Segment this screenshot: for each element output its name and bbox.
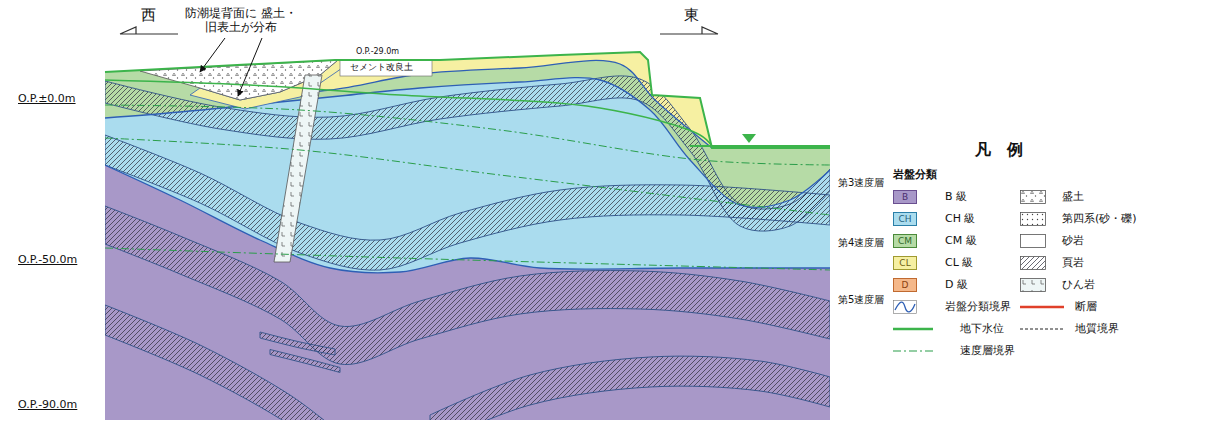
- shale-band: [270, 350, 340, 373]
- legend-text: ひん岩: [1062, 278, 1095, 292]
- legend-text: CM 級: [945, 234, 977, 248]
- shale-band: [430, 356, 830, 445]
- legend-text: B 級: [945, 190, 967, 204]
- swatch-line: [895, 302, 915, 312]
- legend-swatch: [1020, 234, 1046, 248]
- legend-text: 地質境界: [1075, 322, 1119, 336]
- water-level-mark: [742, 134, 756, 143]
- swatch-graphic: [893, 300, 917, 314]
- legend-text: 速度層境界: [960, 344, 1015, 358]
- velocity-boundary: [105, 248, 830, 270]
- velocity-boundary: [105, 105, 830, 165]
- swatch-box: [1021, 279, 1046, 292]
- swatch-line: [1020, 306, 1064, 309]
- legend-text: 砂岩: [1062, 234, 1084, 248]
- porphyrite-dike: [274, 75, 322, 262]
- material-label: セメント改良土: [350, 62, 413, 73]
- swatch-line: [1020, 329, 1064, 330]
- legend-title: 凡 例: [975, 140, 1023, 159]
- velocity-layer-label: 第3速度層: [838, 177, 884, 189]
- shale-band: [105, 305, 330, 448]
- elevation-label: O.P.±0.0m: [18, 92, 76, 105]
- swatch-letter: CL: [893, 256, 917, 270]
- west-arrow: [120, 27, 178, 34]
- swatch-graphic: [1020, 322, 1064, 336]
- legend-swatch: [1020, 212, 1046, 226]
- swatch-letter: CH: [893, 212, 917, 226]
- swatch-box: [1021, 235, 1046, 248]
- swatch-graphic: [1020, 300, 1064, 314]
- swatch-graphic: [893, 322, 933, 336]
- callout-arrow: [238, 38, 262, 96]
- legend-text: CL 級: [945, 256, 973, 270]
- swatch-box: [1021, 191, 1046, 204]
- swatch-graphic: [1020, 190, 1046, 204]
- rock-class-boundary: [105, 165, 830, 273]
- swatch-letter: D: [893, 278, 917, 292]
- ground-surface: [105, 52, 830, 148]
- legend-text: 盛土: [1062, 190, 1084, 204]
- legend-swatch: [893, 322, 933, 336]
- velocity-boundary: [105, 138, 830, 215]
- legend-text: D 級: [945, 278, 968, 292]
- direction-label: 西: [141, 6, 156, 24]
- swatch-graphic: [1020, 212, 1046, 226]
- cement-soil-box: [340, 60, 432, 76]
- elevation-label: O.P.-50.0m: [18, 253, 77, 266]
- groundwater-line: [105, 80, 712, 146]
- water-level: [690, 145, 830, 147]
- section-body: [100, 20, 840, 448]
- legend-text: CH 級: [945, 212, 975, 226]
- legend-text: 地下水位: [960, 322, 1004, 336]
- swatch-graphic: [1020, 256, 1046, 270]
- swatch-box: [1021, 213, 1046, 226]
- legend-swatch: [893, 344, 933, 358]
- swatch-line: [893, 328, 933, 331]
- legend-text: 第四系(砂・礫): [1062, 212, 1137, 226]
- velocity-layer-label: 第5速度層: [838, 294, 884, 306]
- legend-swatch: [1020, 300, 1064, 314]
- swatch-graphic: [1020, 278, 1046, 292]
- legend-text: 頁岩: [1062, 256, 1084, 270]
- legend-swatch: [1020, 322, 1064, 336]
- elevation-label: O.P.-29.0m: [356, 47, 399, 57]
- ch-class-rock: [105, 20, 830, 273]
- legend-text: 岩盤分類境界: [945, 300, 1011, 314]
- swatch-box: [894, 301, 917, 314]
- legend-text: 断層: [1075, 300, 1097, 314]
- swatch-box: [1021, 257, 1046, 270]
- legend-swatch: [1020, 256, 1046, 270]
- east-arrow: [660, 27, 718, 34]
- swatch-line: [893, 350, 933, 351]
- legend-swatch: [893, 300, 917, 314]
- legend-heading: 岩盤分類: [893, 168, 937, 181]
- elevation-label: O.P.-90.0m: [18, 398, 77, 411]
- callout-note: 防潮堤背面に 盛土・旧表土が分布: [185, 6, 297, 35]
- shale-band: [105, 206, 830, 365]
- direction-label: 東: [684, 6, 699, 24]
- swatch-letter: B: [893, 190, 917, 204]
- legend-swatch: [1020, 190, 1046, 204]
- swatch-graphic: [1020, 234, 1046, 248]
- velocity-layer-label: 第4速度層: [838, 237, 884, 249]
- swatch-letter: CM: [893, 234, 917, 248]
- swatch-graphic: [893, 344, 933, 358]
- callout-arrow: [200, 38, 225, 72]
- legend-swatch: [1020, 278, 1046, 292]
